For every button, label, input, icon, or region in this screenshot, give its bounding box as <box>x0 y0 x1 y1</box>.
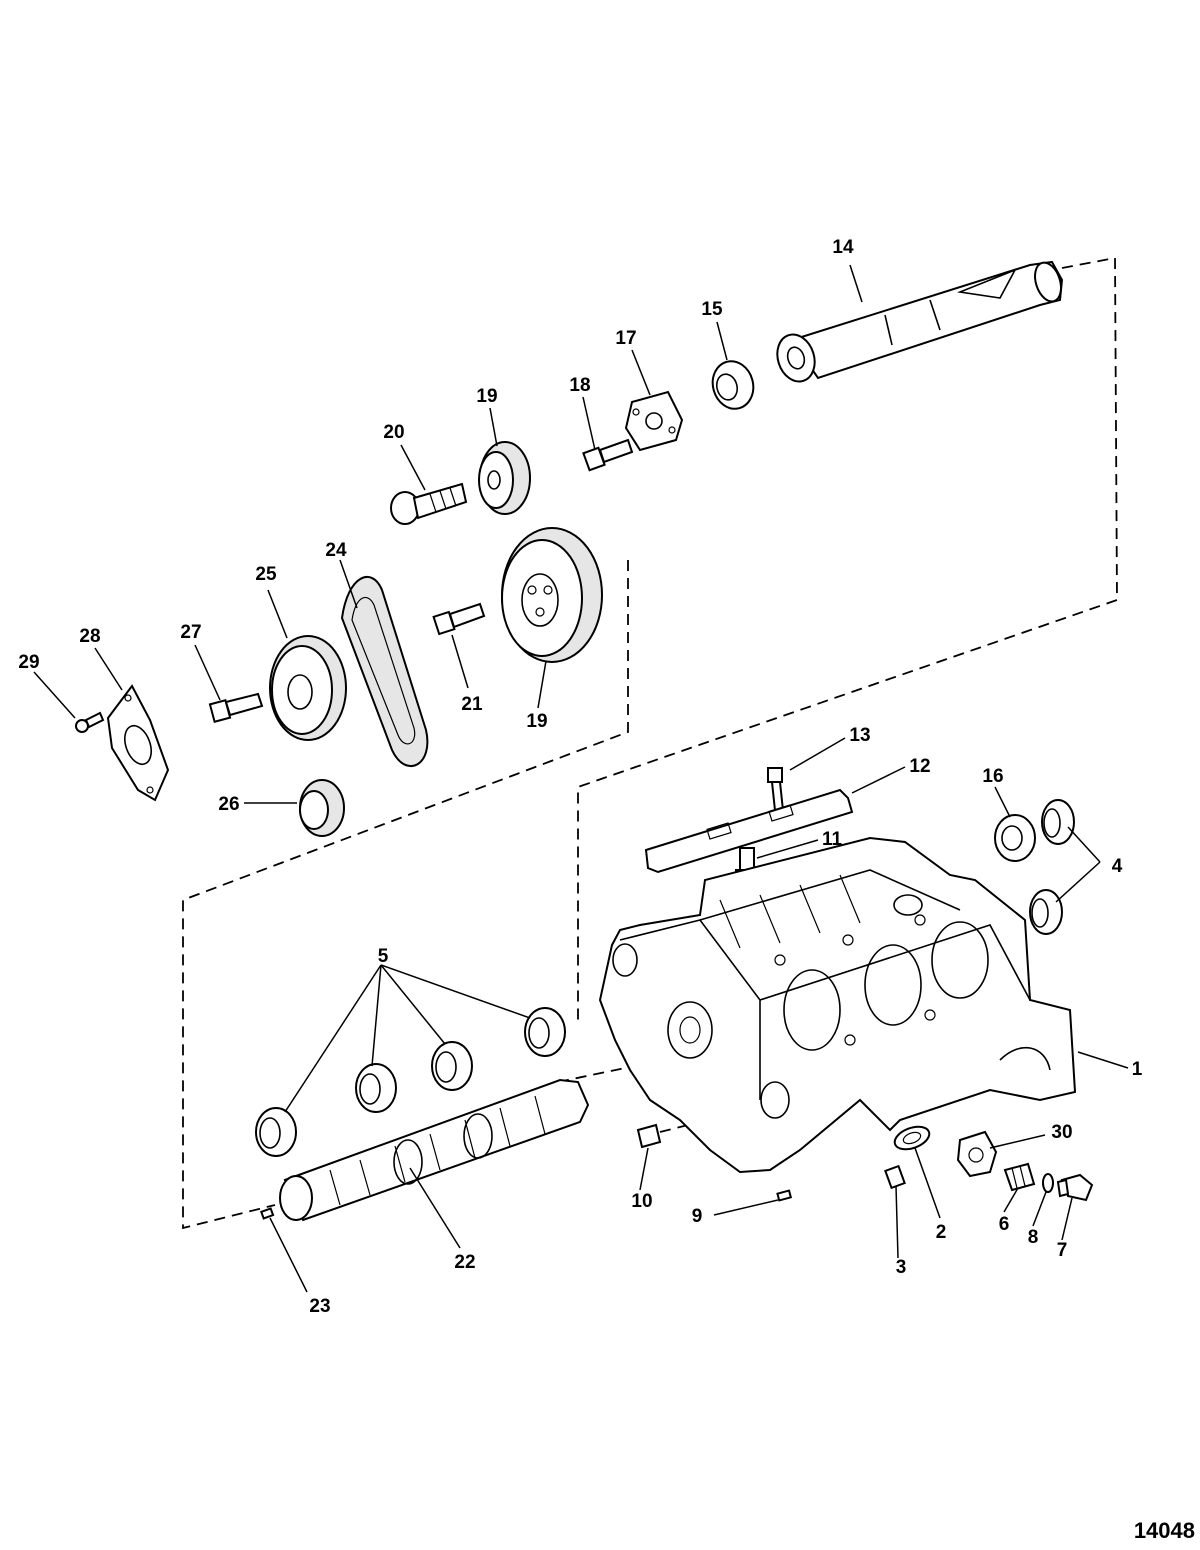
retainer-plate-17 <box>624 390 684 452</box>
bolt-part-20 <box>390 482 468 525</box>
callout-13: 13 <box>849 725 870 746</box>
timing-chain-24 <box>340 576 429 768</box>
callout-20: 20 <box>383 422 404 443</box>
plug-part-9 <box>776 1189 793 1202</box>
sender-part-7 <box>1056 1173 1094 1202</box>
callout-30: 30 <box>1051 1122 1072 1143</box>
fitting-part-30 <box>956 1130 998 1178</box>
bolt-part-13 <box>767 767 786 821</box>
callout-19-bottom: 19 <box>526 711 547 732</box>
callout-26: 26 <box>218 794 239 815</box>
callout-1: 1 <box>1132 1059 1143 1080</box>
bolt-part-27 <box>208 692 264 723</box>
engine-block-1 <box>598 836 1077 1174</box>
callout-22: 22 <box>454 1252 475 1273</box>
dowel-part-3 <box>884 1164 906 1190</box>
callout-6: 6 <box>999 1214 1010 1235</box>
callout-23: 23 <box>309 1296 330 1317</box>
callout-9: 9 <box>692 1206 703 1227</box>
camshaft-22 <box>279 1078 590 1222</box>
callout-25: 25 <box>255 564 277 585</box>
crank-sprocket-26 <box>299 779 345 837</box>
o-ring-part-8 <box>1042 1173 1054 1193</box>
callout-4: 4 <box>1112 856 1123 877</box>
balance-shaft-part <box>776 260 1064 383</box>
callout-17: 17 <box>615 328 636 349</box>
figure-number: 14048 <box>1134 1518 1195 1543</box>
gasket-part-2 <box>893 1125 931 1151</box>
callout-7: 7 <box>1057 1240 1068 1261</box>
callout-15: 15 <box>701 299 723 320</box>
lifter-retainer-12 <box>644 788 854 874</box>
bolt-part-21 <box>432 602 486 636</box>
callout-16: 16 <box>982 766 1003 787</box>
screw-part-29 <box>75 711 105 733</box>
callout-11: 11 <box>822 829 843 850</box>
cam-sprocket-25 <box>269 635 347 741</box>
callout-12: 12 <box>909 756 930 777</box>
callout-labels: 14 15 17 18 19 20 24 25 27 28 29 21 19 2… <box>18 237 1142 1317</box>
callout-8: 8 <box>1028 1227 1039 1248</box>
callout-29: 29 <box>18 652 39 673</box>
callout-2: 2 <box>936 1222 947 1243</box>
plug-part-10 <box>636 1123 662 1149</box>
driven-gear-19-bottom <box>501 527 603 663</box>
callout-28: 28 <box>79 626 100 647</box>
callout-3: 3 <box>896 1257 907 1278</box>
callout-10: 10 <box>631 1191 652 1212</box>
thrust-plate-28 <box>106 684 170 802</box>
cam-bearings-5 <box>255 1007 566 1157</box>
callout-24: 24 <box>325 540 347 561</box>
bearing-part-16 <box>994 814 1036 862</box>
callout-14: 14 <box>832 237 854 258</box>
callout-27: 27 <box>180 622 201 643</box>
callout-19-top: 19 <box>476 386 497 407</box>
callout-21: 21 <box>461 694 483 715</box>
bearing-part-15 <box>711 360 755 410</box>
callout-5: 5 <box>378 946 389 967</box>
callout-18: 18 <box>569 375 590 396</box>
leader-lines <box>33 264 1129 1293</box>
fitting-part-6 <box>1003 1162 1036 1192</box>
key-part-23 <box>259 1207 275 1220</box>
drive-gear-19-top <box>478 441 531 515</box>
assembly-dashed-lines <box>182 256 1118 1230</box>
bolt-part-18 <box>582 438 634 472</box>
bearing-rings-4 <box>1029 799 1075 935</box>
